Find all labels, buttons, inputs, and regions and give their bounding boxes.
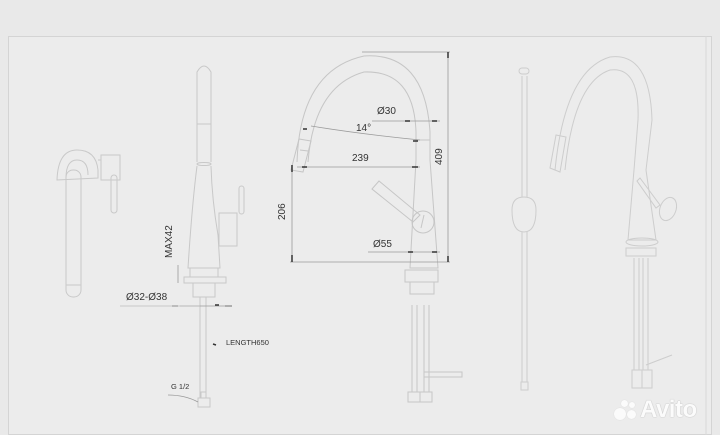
avito-watermark-text: Avito: [640, 396, 697, 423]
drawing-frame: [8, 36, 712, 435]
label-angle: 14°: [356, 123, 372, 134]
label-hose-length: LENGTH650: [226, 338, 269, 347]
label-total-height: 409: [434, 148, 445, 165]
label-max-height: MAX42: [164, 225, 175, 258]
label-reach: 239: [352, 153, 369, 164]
label-thread-size: G 1/2: [171, 382, 190, 391]
faucet-side-view: [183, 65, 245, 408]
label-spout-diameter: Ø30: [377, 106, 396, 117]
label-spout-height: 206: [277, 203, 288, 220]
label-hole-diameter: Ø32-Ø38: [126, 292, 168, 303]
label-base-diameter: Ø55: [373, 239, 392, 250]
side-handle-part: [56, 149, 121, 298]
front-view-dimensions: [290, 51, 450, 263]
pull-out-hose: [511, 67, 537, 391]
faucet-perspective-view: [549, 56, 678, 389]
avito-watermark: Avito: [613, 395, 697, 425]
avito-logo-icon: [613, 398, 637, 422]
side-view-dimensions: [120, 265, 232, 403]
faucet-front-view: [290, 55, 463, 403]
